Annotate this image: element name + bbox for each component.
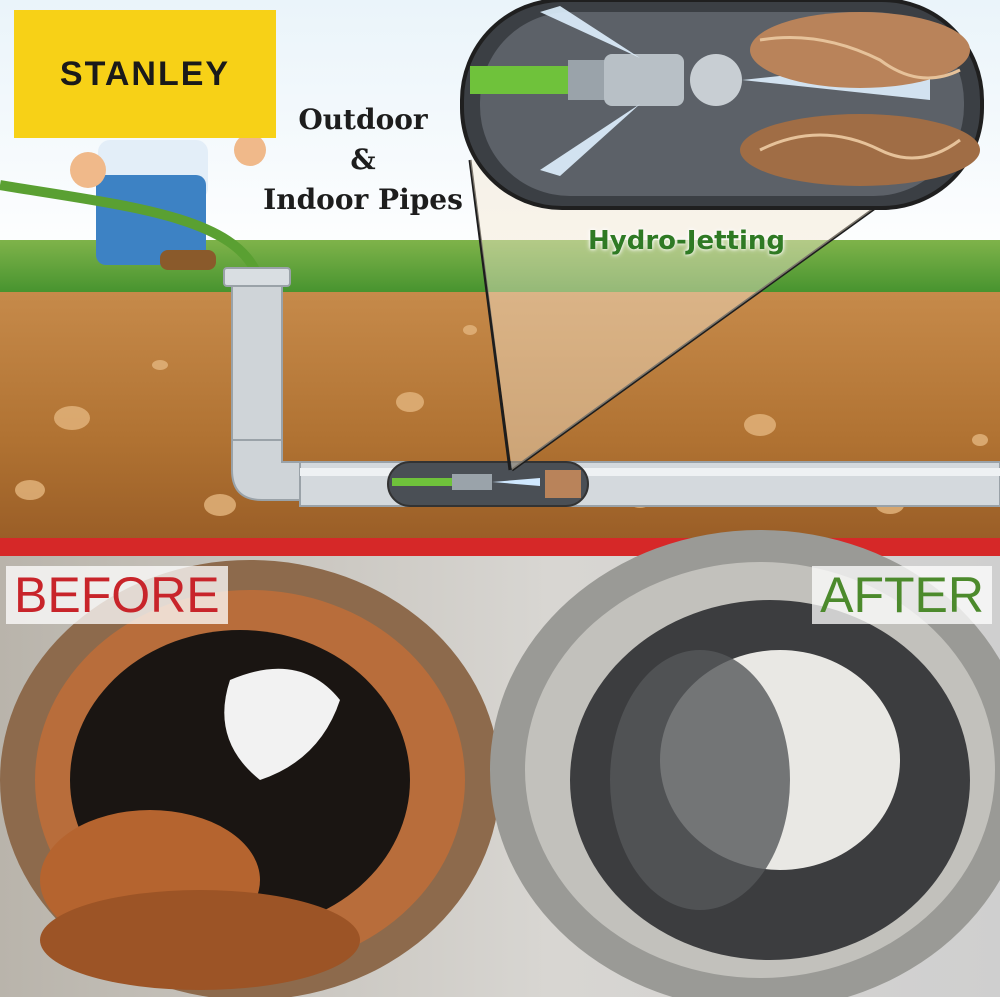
page-title: Outdoor & Indoor Pipes bbox=[258, 100, 468, 220]
stanley-logo: STANLEY bbox=[14, 10, 276, 138]
worker-figure bbox=[70, 134, 266, 270]
after-label: AFTER bbox=[812, 566, 992, 624]
pipe-cutaway bbox=[387, 461, 589, 507]
hydro-jetting-label: Hydro-Jetting bbox=[588, 226, 785, 256]
title-line-1: Outdoor bbox=[298, 103, 428, 136]
title-line-3: Indoor Pipes bbox=[263, 183, 463, 216]
callout-line-left bbox=[468, 159, 512, 471]
before-pipe-photo bbox=[0, 560, 500, 997]
title-line-2: & bbox=[350, 143, 376, 176]
hose bbox=[0, 180, 261, 275]
before-label: BEFORE bbox=[6, 566, 228, 624]
after-pipe-photo bbox=[490, 530, 1000, 997]
jetting-callout-inset bbox=[460, 0, 984, 210]
callout-line-right bbox=[511, 188, 901, 472]
logo-text: STANLEY bbox=[59, 54, 231, 93]
callout-beam bbox=[470, 160, 900, 470]
